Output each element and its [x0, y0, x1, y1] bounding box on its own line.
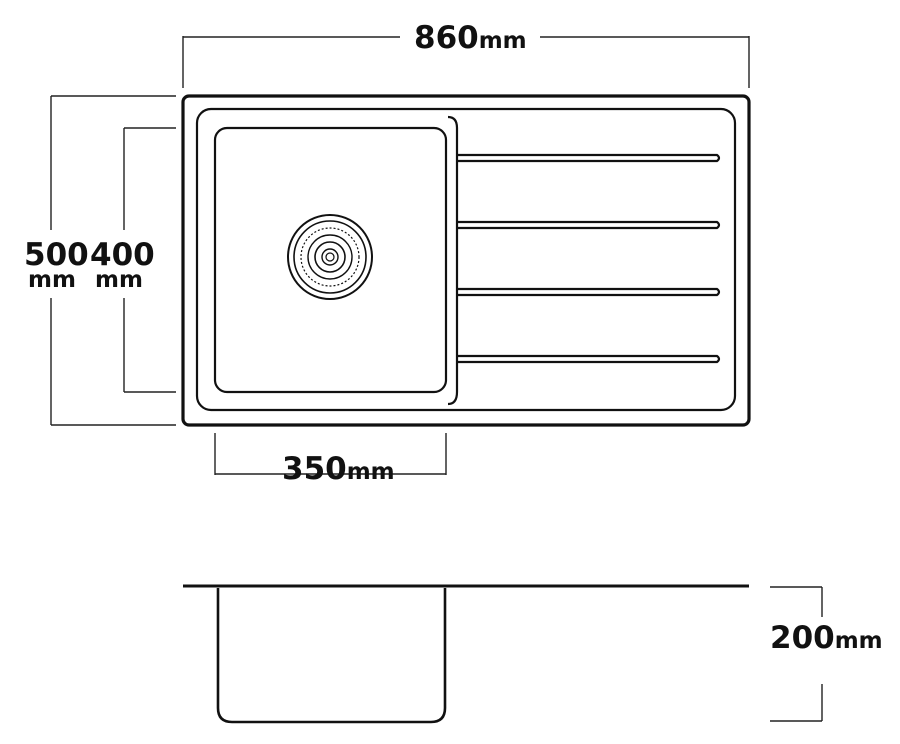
sink-section-view	[183, 584, 749, 724]
waste-drain-icon	[287, 214, 373, 300]
drainer-ribs	[457, 153, 721, 364]
drainer-rib	[457, 354, 721, 364]
bowl-length-unit: mm	[95, 267, 143, 293]
drainer-rib	[457, 220, 721, 230]
drainer-rib	[457, 287, 721, 297]
overall-depth-unit: mm	[28, 267, 76, 293]
bowl-length-value: 400	[90, 237, 155, 273]
overall-width-label: 860mm	[414, 20, 527, 56]
bowl-length-dimension: 400 mm	[90, 127, 176, 393]
bowl-width-dimension: 350mm	[214, 433, 447, 487]
bowl-width-label: 350mm	[282, 451, 395, 487]
drainer-divider	[447, 115, 459, 406]
sink-inner-rim	[195, 107, 737, 412]
overall-width-dimension: 860mm	[182, 20, 750, 88]
sink-bowl	[213, 126, 448, 394]
sink-plan-view	[181, 94, 751, 427]
bowl-height-label: 200mm	[770, 620, 883, 656]
overall-depth-dimension: 500 mm	[24, 95, 176, 426]
drainer-rib	[457, 153, 721, 163]
bowl-height-dimension: 200mm	[770, 586, 883, 722]
overall-depth-value: 500	[24, 237, 89, 273]
sink-outer-rim	[181, 94, 751, 427]
bowl-section	[216, 588, 447, 724]
